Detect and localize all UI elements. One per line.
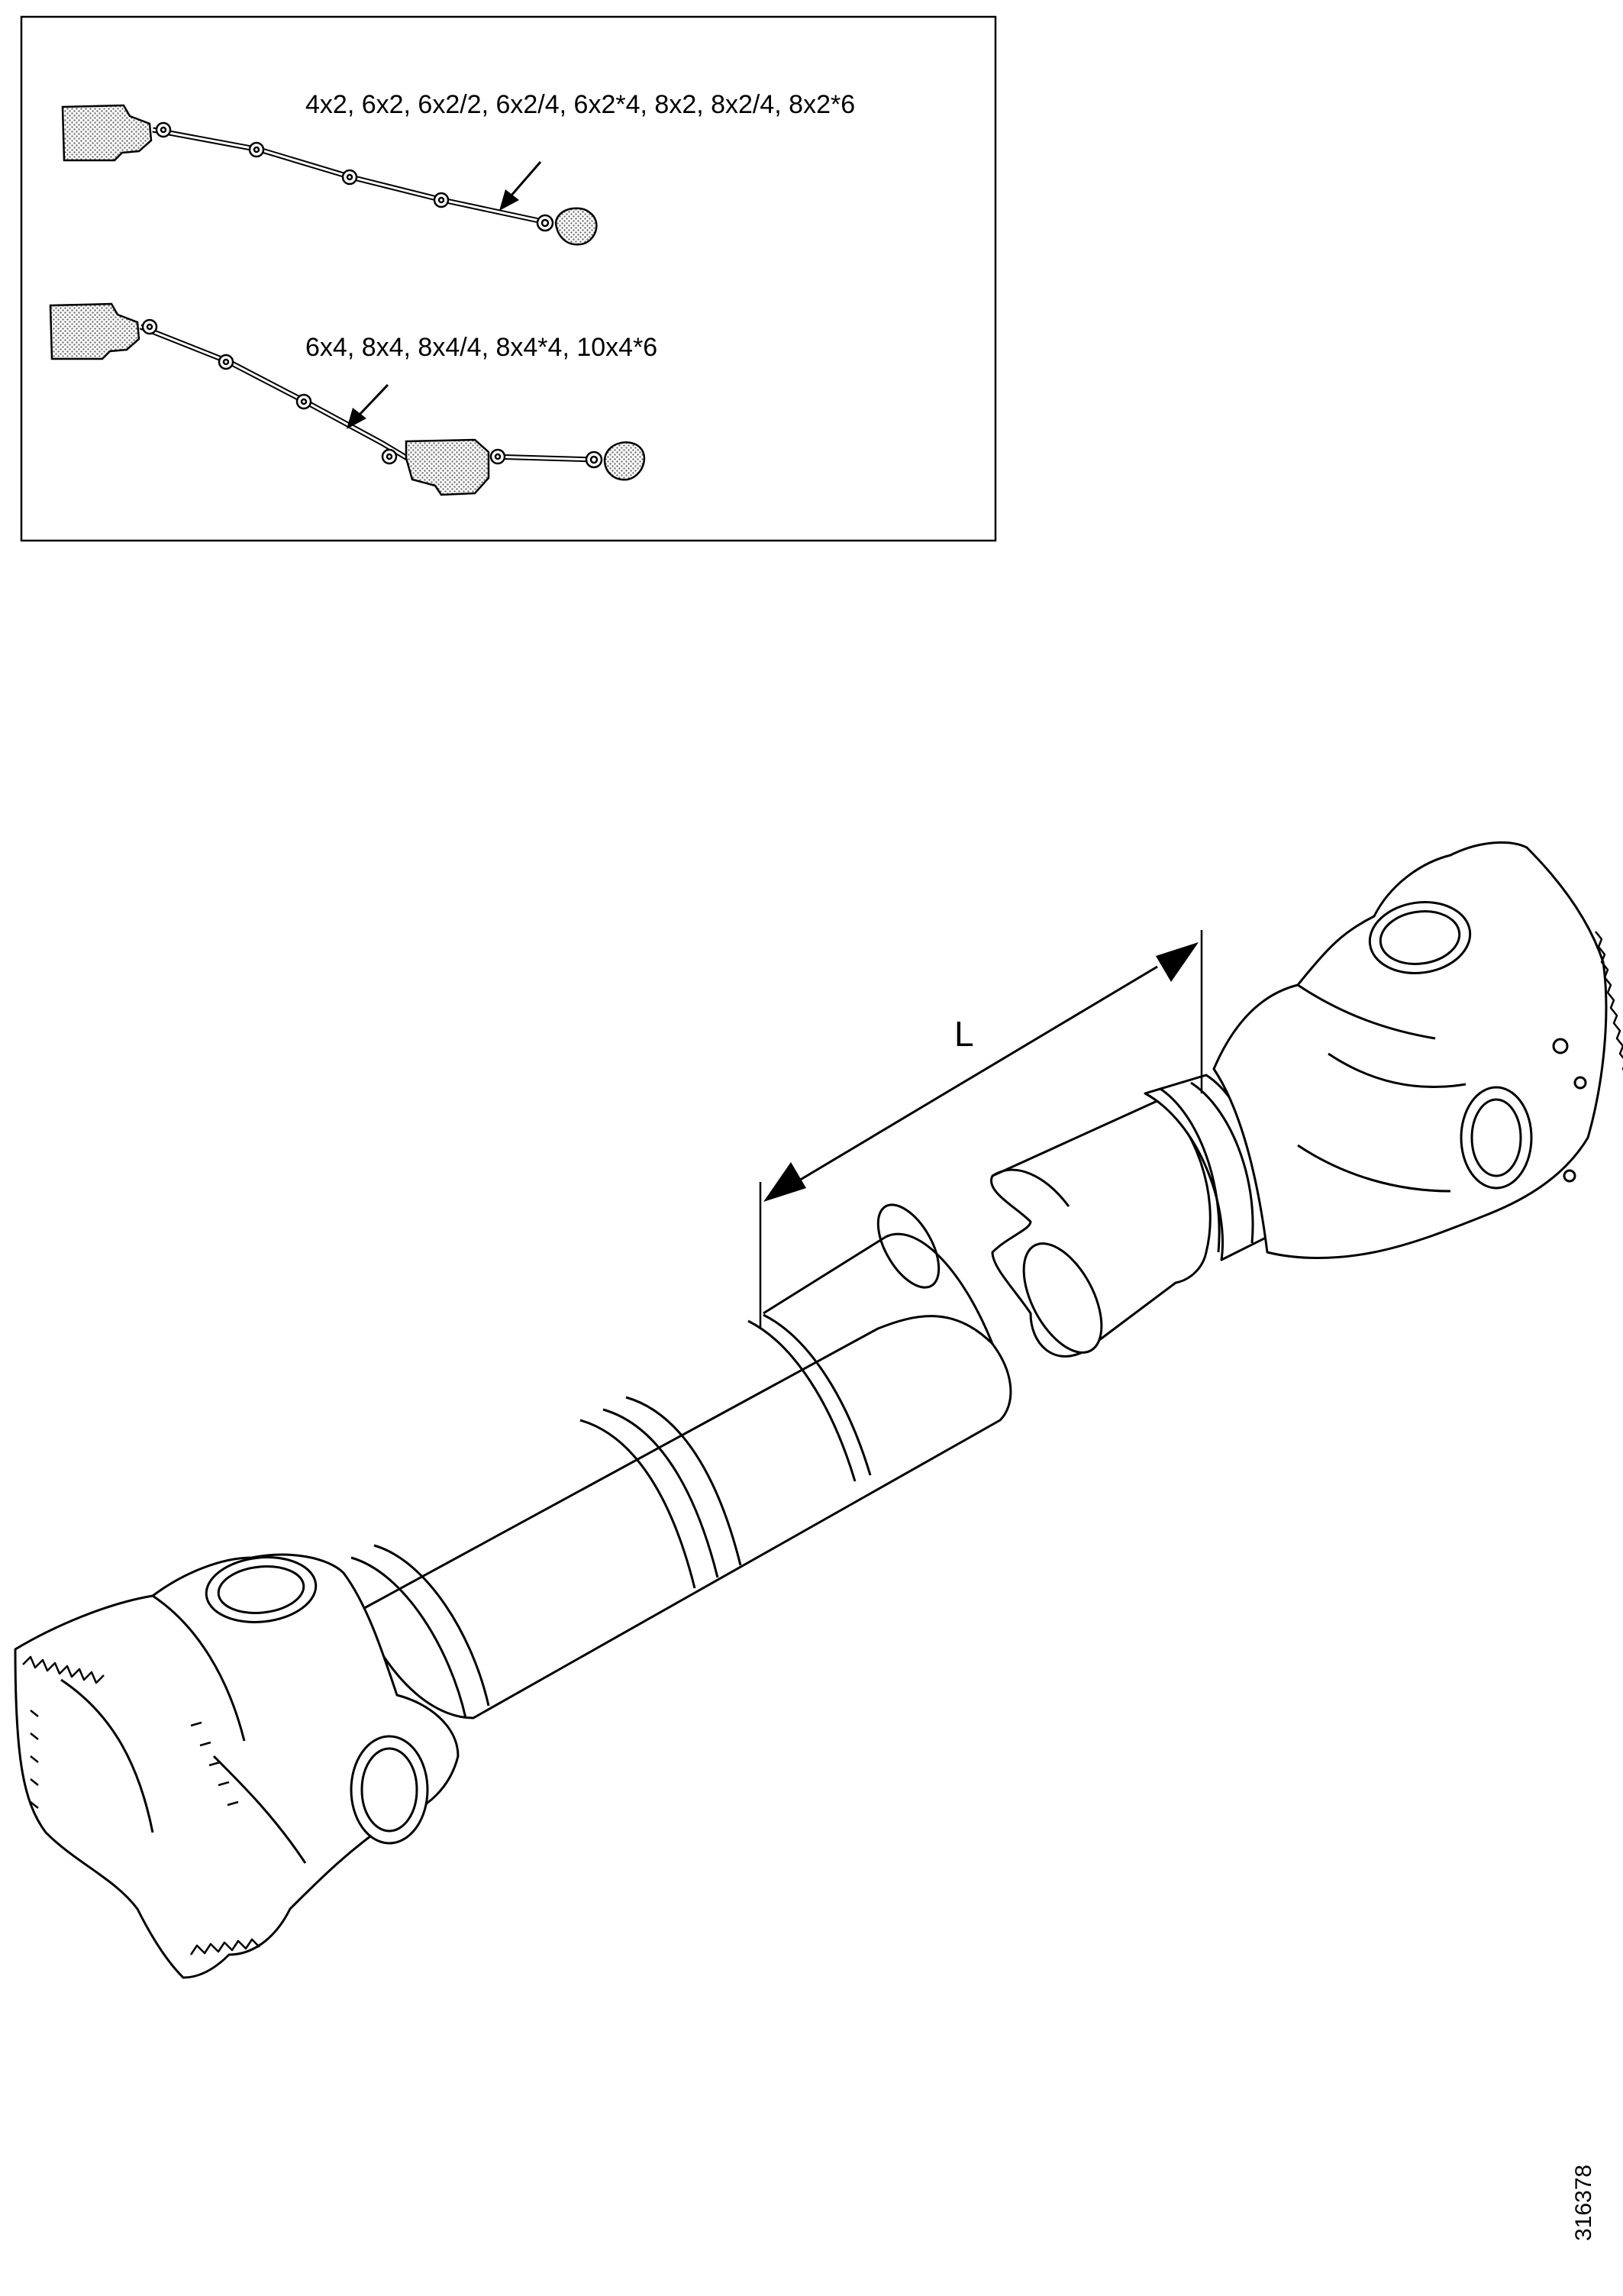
front-band-1	[747, 1319, 857, 1482]
joints-a	[155, 121, 554, 232]
front-tube-section	[350, 1203, 1012, 1720]
rear-axle-b	[603, 441, 646, 481]
front-yoke-bore-side	[350, 1735, 429, 1845]
config-b-arrow	[347, 383, 389, 429]
front-yoke	[14, 1553, 460, 1979]
driveline-config-b	[49, 302, 646, 496]
rear-axle-a	[554, 207, 598, 246]
config-a-label: 4x2, 6x2, 6x2/2, 6x2/4, 6x2*4, 8x2, 8x2/…	[305, 90, 855, 119]
flange-hole	[1573, 1076, 1587, 1090]
driveline-config-a	[61, 104, 598, 246]
dimension-arrow-right	[1156, 942, 1199, 982]
dimension-line	[793, 965, 1158, 1185]
rear-tube-cut-end	[1022, 1242, 1103, 1354]
front-band-2	[579, 1419, 696, 1589]
length-label: L	[954, 1014, 974, 1054]
figure-number: 316378	[1571, 2164, 1596, 2241]
propeller-shaft	[14, 841, 1623, 1979]
front-flange-teeth-top	[22, 1655, 105, 1684]
length-dimension: L	[759, 930, 1203, 1329]
front-band-3	[350, 1556, 467, 1719]
config-b-label: 6x4, 8x4, 8x4/4, 8x4*4, 10x4*6	[305, 333, 657, 362]
rear-yoke	[1212, 841, 1623, 1259]
driveline-inset: 4x2, 6x2, 6x2/2, 6x2/4, 6x2*4, 8x2, 8x2/…	[20, 15, 997, 542]
flange-hole	[1552, 1038, 1569, 1054]
flange-hole	[1563, 1169, 1576, 1183]
joints-b	[141, 318, 603, 469]
tandem-axle-b	[405, 438, 490, 496]
front-tube-cut-end	[876, 1203, 941, 1289]
gearbox-b	[49, 302, 140, 360]
rear-tube-section	[989, 1074, 1270, 1358]
inset-frame	[20, 15, 997, 542]
gearbox-a	[61, 104, 153, 162]
config-a-arrow	[499, 161, 542, 211]
front-flange-teeth-bottom	[189, 1938, 260, 1955]
dimension-arrow-left	[763, 1162, 806, 1202]
flange-teeth	[1595, 931, 1623, 1071]
